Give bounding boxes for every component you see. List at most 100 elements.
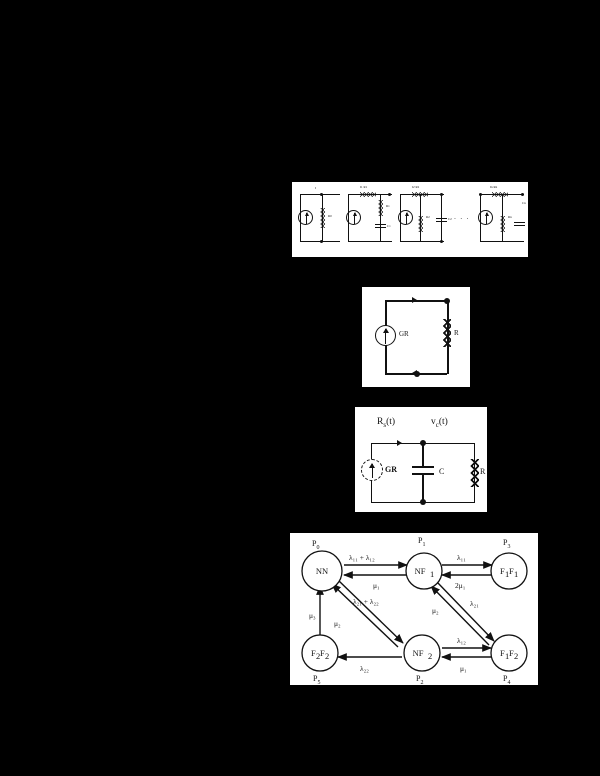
state-prob-p2-sub: 2 [420,680,423,685]
figure-markov-state-diagram: NN P0 NF 1 P1 F 1 F 1 P3 [290,533,538,685]
state-label-nf2: NF [413,648,424,658]
label-Rs-t-arg: (t) [386,417,396,427]
rate-label-nf1-f1f2: λ₂₁ [470,599,479,608]
wire [300,241,340,242]
ladder-stage-top-label: In Rn [490,185,498,189]
rate-label-f1f2-nf2: μ₁ [460,664,467,673]
current-source-symbol [375,325,396,346]
state-prob-p4-sub: 4 [507,680,510,685]
capacitor-label: C [439,467,445,476]
transition-nn-to-nf2 [337,579,404,644]
current-direction-arrow-icon [412,297,417,303]
label-Rs-t-sub: s [383,420,387,429]
state-label-f2f2-b: F [320,648,325,658]
node-dot [420,440,426,446]
ladder-shunt-label: R2 [426,215,430,219]
ladder-stage-2: I2 R2 R2 C2 [396,182,452,257]
state-label-f1f2-sub2: 2 [514,651,518,661]
source-label: GR [399,330,409,338]
current-source-symbol [398,210,413,225]
resistor-symbol [443,319,451,347]
rate-label-nf2-f2f2: λ₂₂ [360,664,369,673]
wire [422,473,424,503]
wire [348,241,392,242]
state-label-f1f1-sub2: 1 [514,569,518,579]
state-label-f2f2-sub2: 2 [325,651,329,661]
rate-label-f1f2-nf1: μ₂ [432,606,439,615]
node-dot [320,193,323,196]
label-vc-t: vc(t) [431,417,448,429]
state-prob-p3: P3 [503,538,510,550]
rate-label-nn-nf1: λ₁₁ + λ₁₂ [349,553,375,562]
ladder-stage-1: I1 R1 R1 C1 [344,182,396,257]
node-dot [521,193,524,196]
ladder-stage-n: In Rn Rn Cn [478,182,526,257]
state-prob-p1-sub: 1 [422,542,425,548]
state-prob-p1: P1 [418,536,425,548]
state-prob-p0: P0 [312,539,319,551]
ladder-cap-label: C2 [448,217,452,221]
ladder-shunt-label: Rn [508,215,512,219]
state-label-nf2-sub: 2 [428,651,432,661]
wire [380,194,381,242]
state-prob-p1-letter: P [418,536,423,545]
ladder-stage-top-label: I1 R1 [360,185,368,189]
label-vc-t-arg: (t) [438,417,448,427]
state-prob-p4-letter: P [503,674,508,683]
markov-diagram-svg: NN P0 NF 1 P1 F 1 F 1 P3 [301,536,528,685]
state-prob-p0-letter: P [312,539,317,548]
rate-label-nn-nf2: λ₂₁ + λ₂₂ [353,597,379,606]
state-label-f2f2-sub1: 2 [316,651,320,661]
resistor-symbol [470,459,479,487]
resistor-symbol [378,200,383,216]
wire [400,241,444,242]
state-prob-p0-sub: 0 [316,545,319,551]
current-source-symbol [346,210,361,225]
state-prob-p5-sub: 5 [317,680,320,685]
state-node-nn[interactable]: NN [301,550,343,592]
state-prob-p4: P4 [503,674,510,685]
ladder-stage-top-label: I [315,186,317,190]
transition-f1f2-to-nf1 [430,585,490,646]
state-prob-p3-letter: P [503,538,508,547]
ladder-cap-label: Cn [522,201,526,205]
rate-label-nf1-f1f1: λ₁₁ [457,553,466,562]
current-source-symbol [478,210,493,225]
state-label-f1f2-sub1: 1 [505,651,509,661]
terminal-dot [444,298,450,304]
label-Rs-t: Rs(t) [377,417,395,429]
state-node-nf2[interactable]: NF 2 [403,634,441,672]
current-source-symbol [298,210,313,225]
state-prob-p2: P2 [416,674,423,685]
label-Rs-t-text: R [377,417,384,427]
source-label: GR [385,465,397,474]
state-node-f2f2[interactable]: F 2 F 2 [301,634,339,672]
state-node-nf1[interactable]: NF 1 [405,552,443,590]
current-source-symbol [361,459,383,481]
ladder-stage-top-label: I2 R2 [412,185,420,189]
ladder-stage-0: I R0 [296,182,344,257]
state-node-f1f2[interactable]: F 1 F 2 [490,634,528,672]
state-prob-p5-letter: P [313,674,318,683]
state-label-f1f1-b: F [509,566,514,576]
state-label-f2f2-a: F [311,648,316,658]
transition-nf2-to-nn [331,583,399,648]
wire [422,444,424,466]
series-resistor-symbol [492,192,508,197]
ladder-shunt-label: R1 [386,204,390,208]
rate-label-nf1-nn: μ₁ [373,581,380,590]
rate-label-f2f2-nn: μ₃ [309,611,316,620]
rate-label-f1f1-nf1: 2μ₁ [455,581,466,590]
rate-label-nf2-nn: μ₂ [334,619,341,628]
state-label-nn: NN [316,566,328,576]
state-label-nf1: NF [415,566,426,576]
rate-label-nf2-f1f2: λ₁₂ [457,636,466,645]
resistor-label: R [480,467,486,476]
state-node-f1f1[interactable]: F 1 F 1 [490,552,528,590]
resistor-symbol [418,216,423,232]
current-direction-arrow-icon [397,440,402,446]
terminal-dot [414,371,420,377]
state-prob-p3-sub: 3 [507,544,510,550]
node-dot [388,193,391,196]
